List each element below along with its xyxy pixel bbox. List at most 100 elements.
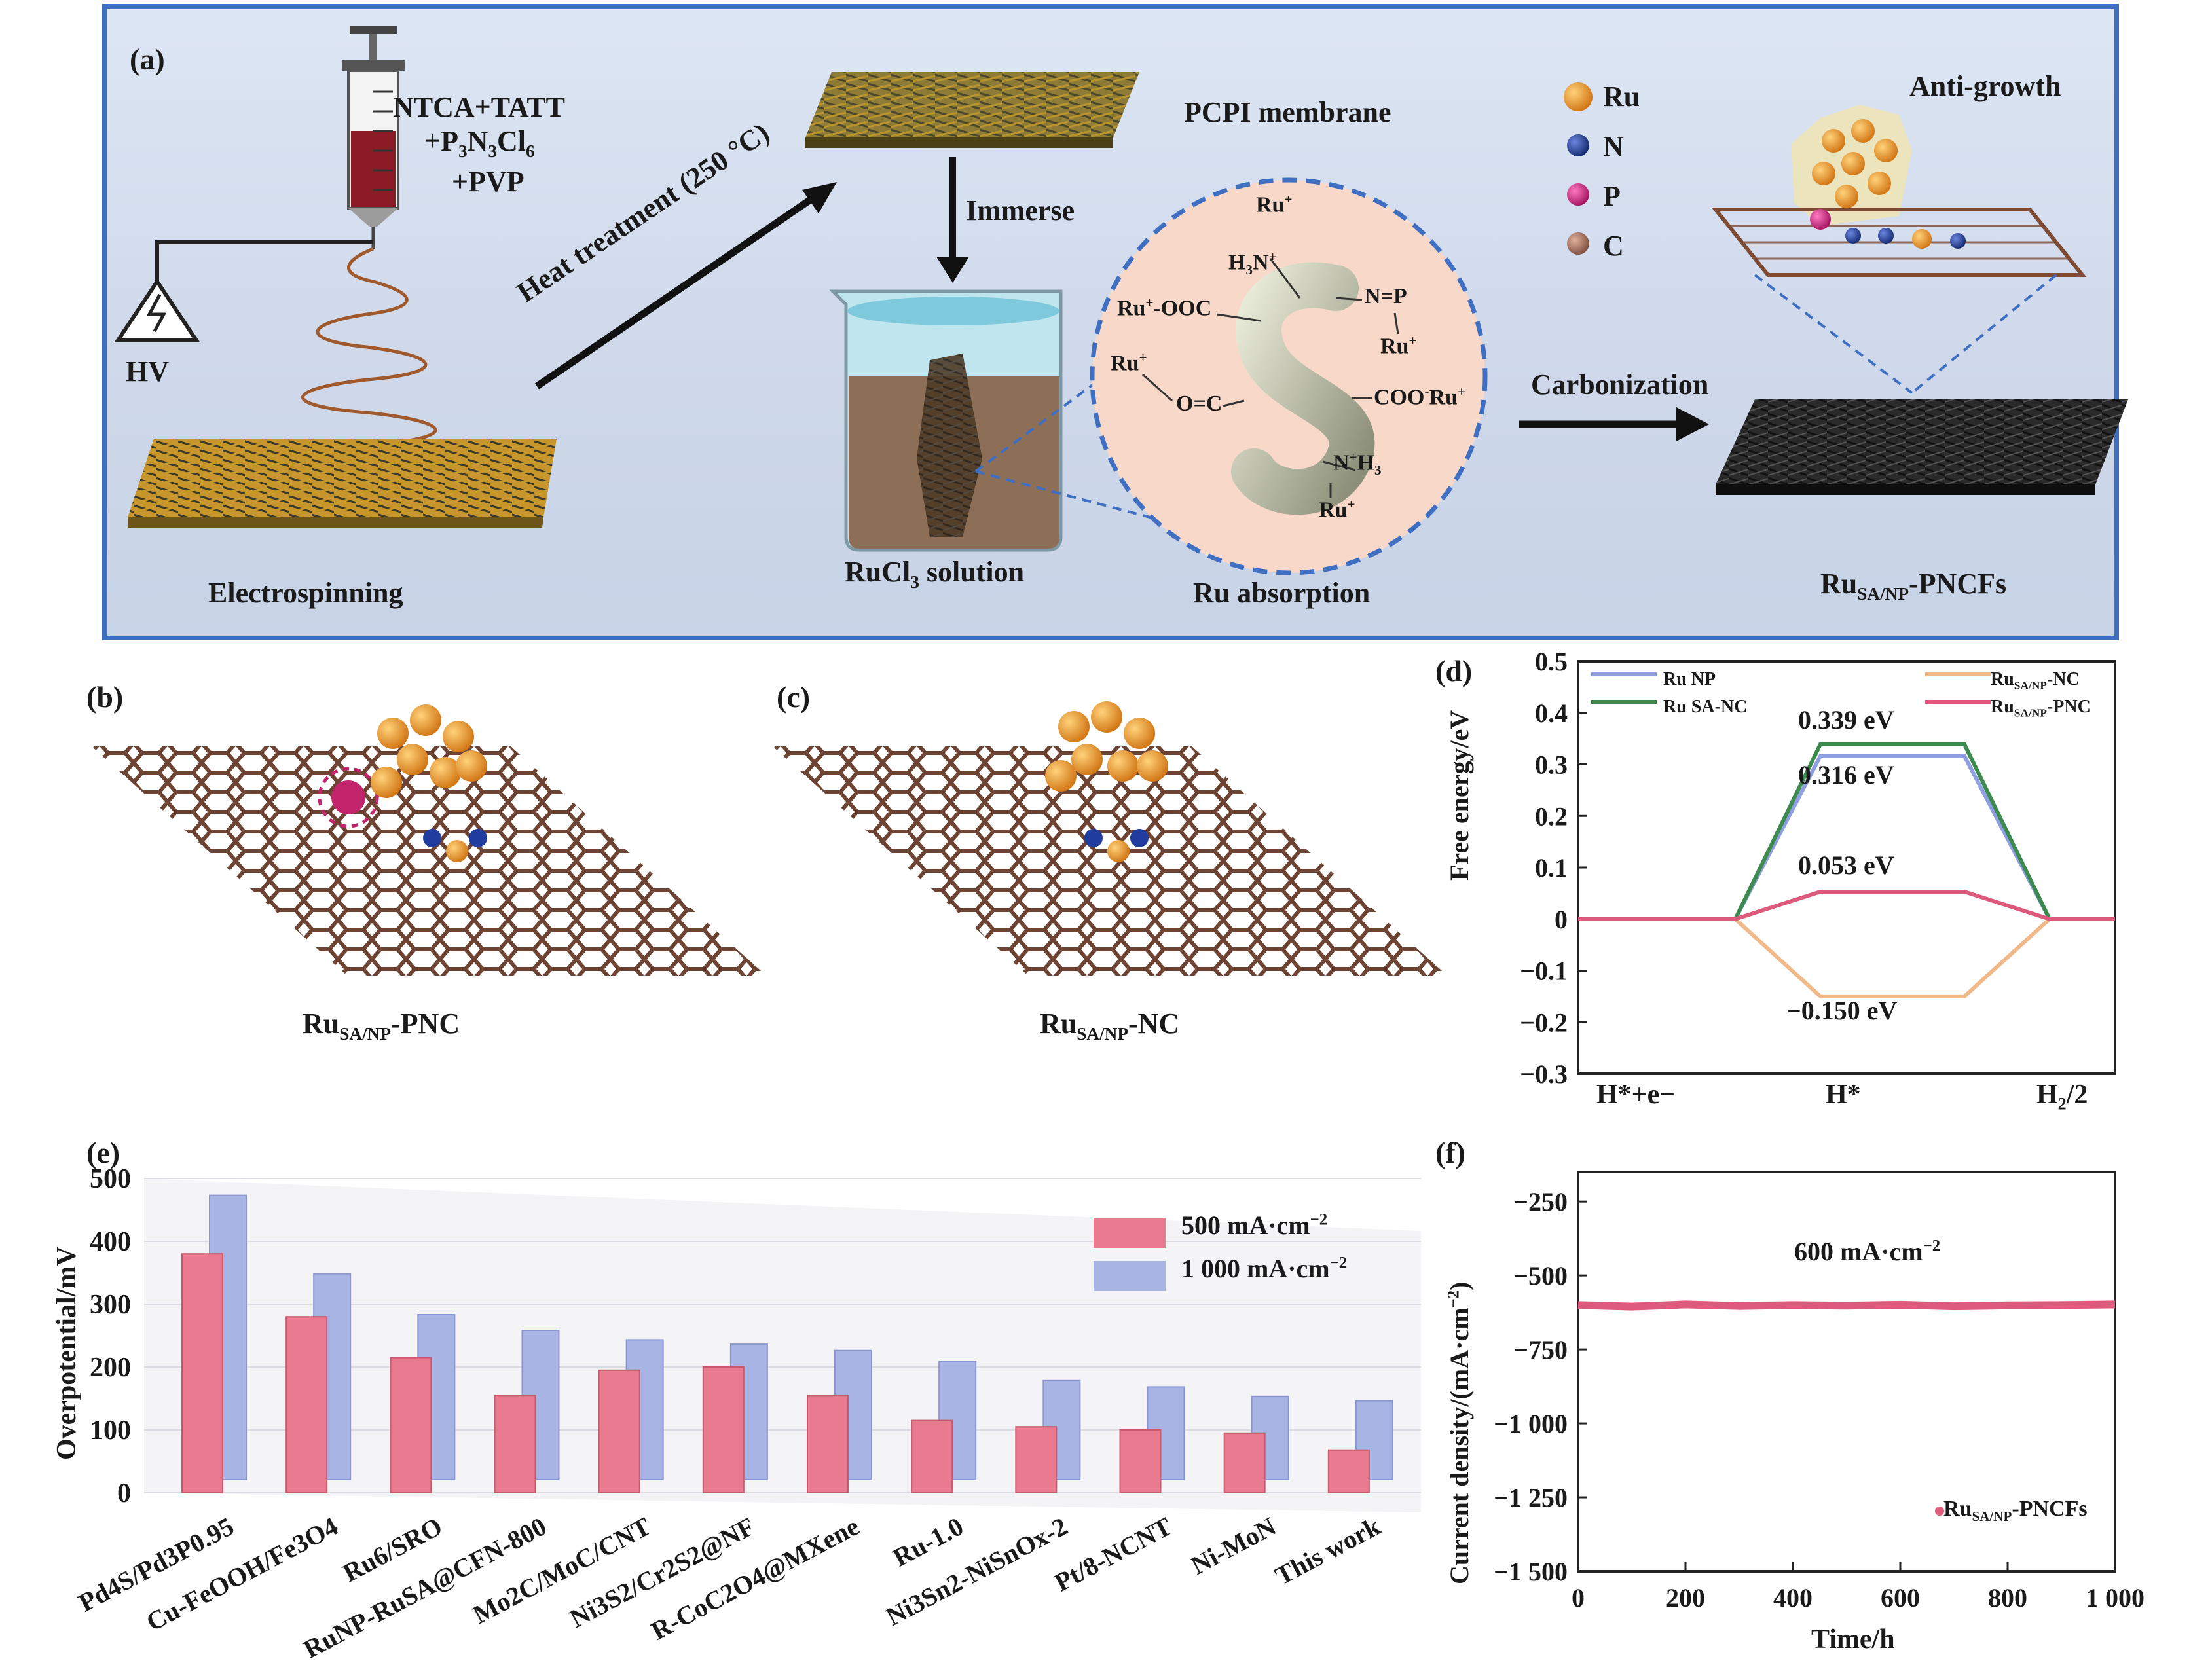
annot-0150: −0.150 eV: [1786, 996, 1898, 1025]
bar-500-2: [285, 1316, 328, 1493]
legend-n: N: [1603, 130, 1624, 162]
bar-500-1: [181, 1253, 223, 1493]
chart-f-ytick-label: −500: [1513, 1261, 1568, 1290]
carbon-nanofiber-mat: [1716, 399, 2128, 495]
series-line-rusanppnc: [1578, 890, 2115, 921]
series-line-rusanpnc: [1578, 917, 2115, 998]
chart-e-ytick-label: 0: [117, 1478, 131, 1508]
chart-d-ytick-label: 0: [1555, 905, 1568, 934]
bar-500-4: [494, 1395, 536, 1494]
chart-e-ytick-label: 300: [90, 1290, 131, 1320]
mol-ru-bottom: Ru+: [1319, 496, 1355, 522]
legend-f: RuSA/NP-PNCFs: [1943, 1497, 2088, 1524]
chart-f-ytick-label: −1 500: [1494, 1557, 1568, 1586]
chart-e-ytick-label: 100: [90, 1415, 131, 1446]
chart-d-ytick-label: 0.2: [1535, 801, 1568, 831]
anti-growth-label: Anti-growth: [1909, 70, 2061, 102]
carbonization-label: Carbonization: [1531, 369, 1709, 401]
pcpi-membrane-label: PCPI membrane: [1184, 96, 1391, 128]
ru-absorption-label: Ru absorption: [1193, 577, 1371, 609]
atom-legend: [1564, 82, 1593, 255]
chart-d-xtick-1: H*: [1826, 1080, 1861, 1110]
syringe-text-3: +PVP: [452, 166, 525, 198]
chart-d-ytick-label: −0.2: [1520, 1008, 1568, 1037]
annot-0339: 0.339 eV: [1798, 705, 1894, 735]
hv-label: HV: [126, 356, 169, 388]
chart-f-xtick-label: 1 000: [2086, 1583, 2145, 1613]
annot-0053: 0.053 eV: [1798, 850, 1894, 880]
ru-absorption-zoom: [1090, 177, 1488, 575]
bar-500-12: [1327, 1449, 1370, 1493]
panel-e-label: (e): [86, 1136, 120, 1169]
mol-ru-right: Ru+: [1380, 333, 1417, 359]
rucl3-solution-label: RuCl3 solution: [845, 556, 1025, 592]
panel-f-label: (f): [1435, 1136, 1465, 1169]
legend-ru-sa-nc: Ru SA-NC: [1663, 697, 1748, 717]
chart-e-ylabel: Overpotential/mV: [52, 1246, 82, 1460]
mol-ru-ooc: Ru+-OOC: [1117, 295, 1212, 321]
electrospun-jet: [301, 247, 437, 447]
chart-f-legend-marker: [1935, 1507, 1944, 1516]
chart-f-xtick-label: 400: [1773, 1583, 1813, 1613]
ru-nc-structure: [773, 701, 1447, 976]
bar-500-5: [598, 1369, 640, 1493]
chart-f-ytick-label: −750: [1513, 1335, 1568, 1364]
panel-a-artwork: [114, 26, 2128, 575]
bar-500-10: [1119, 1429, 1162, 1493]
high-voltage-source: [114, 240, 373, 342]
chart-f-ytick-label: −1 000: [1494, 1409, 1568, 1438]
electrospun-mat: [128, 439, 557, 528]
panel-d-label: (d): [1435, 654, 1473, 687]
bar-500-8: [911, 1419, 953, 1494]
mol-coo-ru: COO-Ru+: [1374, 384, 1465, 410]
chart-f-xtick-label: 0: [1572, 1583, 1585, 1613]
chart-e-ytick-label: 400: [90, 1227, 131, 1257]
n-atom-icon: [1567, 134, 1589, 156]
chart-d-xtick-0: H*+e−: [1596, 1080, 1676, 1110]
annot-0316: 0.316 eV: [1798, 760, 1894, 790]
legend-ru-pnc: RuSA/NP-PNC: [1991, 697, 2091, 720]
ru-pnc-structure: [92, 704, 766, 976]
panel-c-label: (c): [777, 680, 811, 714]
chart-e-xtick-label: Ni-MoN: [1186, 1511, 1281, 1580]
legend-1000-swatch: [1094, 1261, 1166, 1291]
chart-f-ytick-label: −250: [1513, 1187, 1568, 1216]
mol-np: N=P: [1365, 284, 1407, 308]
free-energy-chart: 0.50.40.30.20.10−0.1−0.2−0.3: [1520, 647, 2116, 1089]
anti-growth-illustration: [1711, 105, 2087, 277]
chart-d-ytick-label: −0.1: [1520, 957, 1568, 986]
chart-f-frame: [1577, 1171, 2116, 1573]
mol-ru-left: Ru+: [1111, 350, 1147, 376]
chart-d-ytick-label: 0.4: [1535, 699, 1568, 728]
chart-f-xtick-label: 200: [1666, 1583, 1705, 1613]
series-line-ru-pncfs: [1577, 1300, 2116, 1311]
annot-600: 600 mA·cm−2: [1794, 1237, 1941, 1266]
legend-500: 500 mA·cm−2: [1181, 1211, 1328, 1240]
heat-treatment-arrow: [534, 193, 818, 390]
mol-ru-top: Ru+: [1256, 191, 1293, 217]
chart-d-ytick-label: −0.3: [1520, 1059, 1568, 1089]
chart-f-xtick-label: 600: [1881, 1583, 1920, 1613]
chart-f-ytick-label: −1 250: [1494, 1483, 1568, 1512]
legend-ru: Ru: [1603, 81, 1640, 113]
chart-e-xtick-label: Pt/8-NCNT: [1050, 1511, 1177, 1598]
bar-500-3: [390, 1357, 432, 1493]
panel-a-label: (a): [130, 43, 165, 76]
chart-e-xtick-label: This work: [1270, 1511, 1386, 1591]
chart-f-xlabel: Time/h: [1811, 1624, 1895, 1654]
syringe-text-2: +P3N3Cl6: [424, 125, 535, 161]
panels-b-c-structures: [92, 701, 1447, 976]
bar-500-9: [1015, 1426, 1058, 1494]
syringe-icon: [342, 26, 405, 249]
chart-e-xtick-label: Ru-1.0: [888, 1511, 968, 1572]
panel-b-label: (b): [86, 680, 124, 714]
chart-e-xtick-label: Mo2C/MoC/CNT: [468, 1511, 655, 1630]
legend-500-swatch: [1094, 1218, 1166, 1248]
mol-oc: O=C: [1176, 392, 1223, 416]
chart-d-xtick-2: H2/2: [2036, 1080, 2088, 1114]
bar-500-11: [1223, 1432, 1266, 1493]
p-atom-icon: [1567, 183, 1589, 206]
chart-d-ytick-label: 0.5: [1535, 647, 1568, 676]
chart-e-xtick-label: Ni3Sn2-NiSnOx-2: [881, 1511, 1073, 1632]
